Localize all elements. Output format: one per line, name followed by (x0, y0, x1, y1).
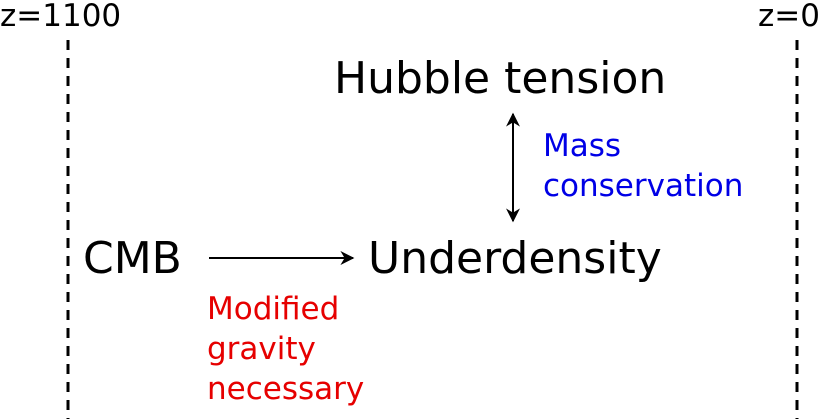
redshift-label-right: z=0 (758, 0, 820, 34)
mass-conservation-line-2: conservation (543, 168, 744, 204)
modified-gravity-line-1: Modified (207, 291, 340, 327)
modified-gravity-annotation: Modified gravity necessary (207, 289, 407, 409)
modified-gravity-line-3: necessary (207, 371, 365, 407)
cmb-node: CMB (83, 233, 182, 284)
mass-conservation-line-1: Mass (543, 128, 622, 164)
mass-conservation-annotation: Mass conservation (543, 126, 803, 206)
hubble-tension-node: Hubble tension (334, 53, 667, 104)
modified-gravity-line-2: gravity (207, 331, 316, 367)
redshift-label-left: z=1100 (0, 0, 122, 34)
underdensity-node: Underdensity (368, 233, 662, 284)
